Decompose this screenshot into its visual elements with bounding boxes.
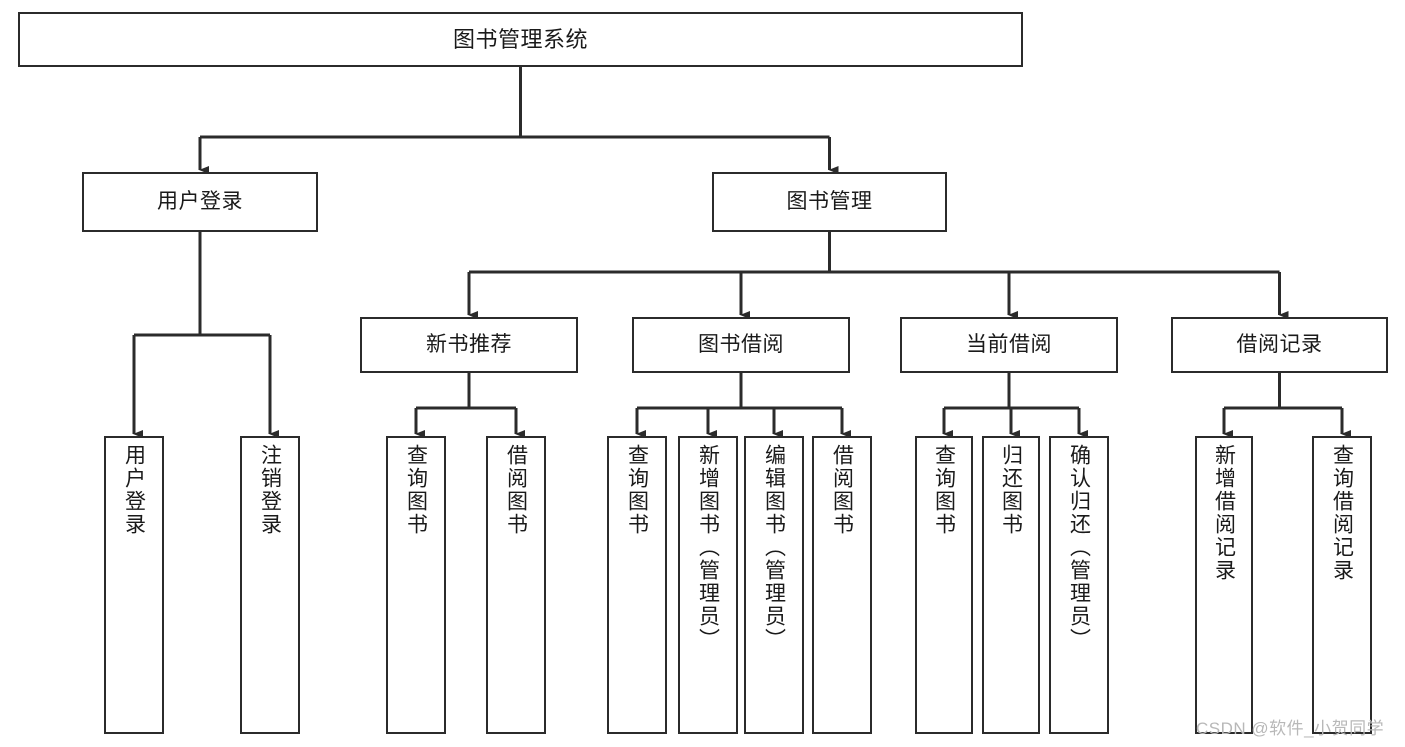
node-book-manage[interactable]: 图书管理: [712, 172, 947, 232]
node-leaf-rec-search[interactable]: 查询借阅记录: [1312, 436, 1372, 734]
node-borrow-record[interactable]: 借阅记录: [1171, 317, 1388, 373]
node-leaf-borrow-lend[interactable]: 借阅图书: [812, 436, 872, 734]
node-label: 借阅图书: [504, 444, 528, 536]
node-label: 归还图书: [999, 444, 1023, 536]
node-label: 新增图书（管理员）: [696, 444, 720, 651]
node-leaf-cur-return[interactable]: 归还图书: [982, 436, 1040, 734]
node-label: 编辑图书（管理员）: [762, 444, 786, 651]
node-user-login[interactable]: 用户登录: [82, 172, 318, 232]
node-leaf-borrow-query[interactable]: 查询图书: [607, 436, 667, 734]
node-label: 查询借阅记录: [1330, 444, 1354, 582]
node-leaf-borrow-add[interactable]: 新增图书（管理员）: [678, 436, 738, 734]
node-current-borrow[interactable]: 当前借阅: [900, 317, 1118, 373]
node-leaf-borrow-edit[interactable]: 编辑图书（管理员）: [744, 436, 804, 734]
node-new-book-rec[interactable]: 新书推荐: [360, 317, 578, 373]
node-label: 图书管理系统: [452, 26, 588, 52]
node-label: 新增借阅记录: [1212, 444, 1236, 582]
node-label: 查询图书: [625, 444, 649, 536]
node-label: 查询图书: [404, 444, 428, 536]
node-leaf-cur-query[interactable]: 查询图书: [915, 436, 973, 734]
node-leaf-rec-add[interactable]: 新增借阅记录: [1195, 436, 1253, 734]
node-label: 用户登录: [122, 444, 146, 536]
node-book-borrow[interactable]: 图书借阅: [632, 317, 850, 373]
node-label: 图书借阅: [698, 332, 784, 356]
node-leaf-cur-confirm[interactable]: 确认归还（管理员）: [1049, 436, 1109, 734]
node-label: 图书管理: [786, 189, 873, 213]
node-leaf-user-logout[interactable]: 注销登录: [240, 436, 300, 734]
node-label: 查询图书: [932, 444, 956, 536]
node-label: 当前借阅: [966, 332, 1052, 356]
node-label: 注销登录: [258, 444, 282, 536]
node-label: 借阅记录: [1236, 332, 1323, 356]
node-leaf-rec-query[interactable]: 查询图书: [386, 436, 446, 734]
node-label: 新书推荐: [426, 332, 512, 356]
node-root[interactable]: 图书管理系统: [18, 12, 1023, 67]
node-leaf-rec-borrow[interactable]: 借阅图书: [486, 436, 546, 734]
node-label: 借阅图书: [830, 444, 854, 536]
node-label: 确认归还（管理员）: [1067, 444, 1091, 651]
node-label: 用户登录: [157, 189, 243, 213]
edge-layer: [132, 67, 1351, 438]
node-leaf-user-login[interactable]: 用户登录: [104, 436, 164, 734]
csdn-watermark: CSDN @软件_小贺同学: [1196, 719, 1385, 738]
